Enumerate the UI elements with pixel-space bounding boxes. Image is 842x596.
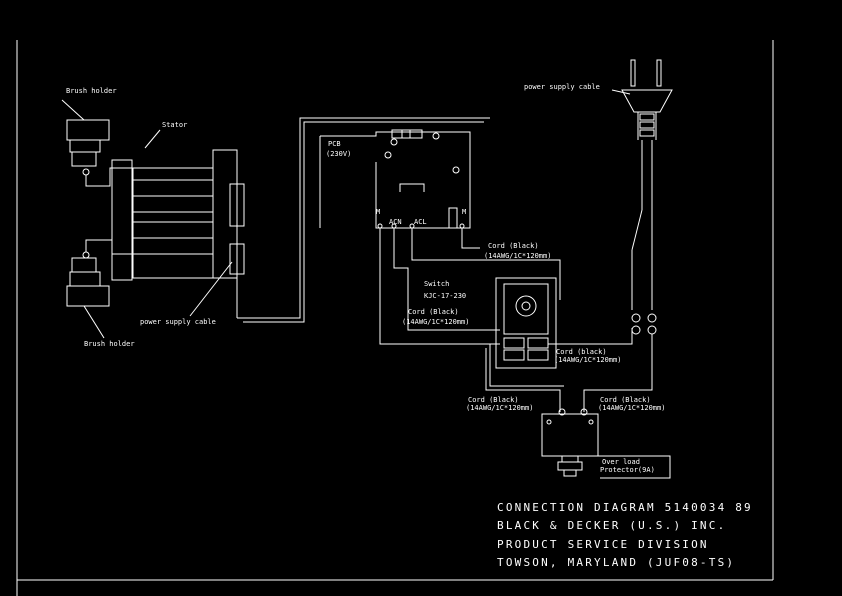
terminal-m2-label: M — [462, 208, 466, 216]
terminal-acl-label: ACL — [414, 218, 427, 226]
cord-top-spec: (14AWG/1C*120mm) — [484, 252, 551, 260]
pcb-switch-wiring — [379, 236, 561, 345]
brush-holder-top — [61, 99, 132, 187]
terminal-m-label: M — [376, 208, 380, 216]
brush-holder-bottom-label: Brush holder — [84, 340, 135, 348]
title-block: CONNECTION DIAGRAM 5140034 89 BLACK & DE… — [497, 501, 753, 569]
power-plug — [611, 59, 673, 335]
title-line-4: TOWSON, MARYLAND (JUF08-TS) — [497, 556, 735, 569]
stator-label: Stator — [162, 121, 187, 129]
cord-bottom-left-spec: (14AWG/1C*120mm) — [466, 404, 533, 412]
cord-top-label: Cord (Black) — [488, 242, 539, 250]
plug-cable-label: power supply cable — [524, 83, 600, 91]
pcb — [319, 129, 471, 236]
cord-bottom-left-label: Cord (Black) — [468, 396, 519, 404]
pcb-label: PCB — [328, 140, 341, 148]
title-line-3: PRODUCT SERVICE DIVISION — [497, 538, 709, 551]
switch-label: Switch — [424, 280, 449, 288]
cord-bottom-right-label: Cord (Black) — [600, 396, 651, 404]
motor-leads — [189, 117, 490, 323]
switch-model-label: KJC-17-230 — [424, 292, 466, 300]
cord-bottom-right-spec: (14AWG/1C*120mm) — [598, 404, 665, 412]
brush-holder-bottom — [66, 239, 132, 339]
cord-right-spec: (14AWG/1C*120mm) — [554, 356, 621, 364]
pcb-voltage-label: (230V) — [326, 150, 351, 158]
labels: Brush holder Brush holder Stator power s… — [66, 83, 665, 474]
stator — [111, 129, 238, 281]
title-line-1: CONNECTION DIAGRAM 5140034 89 — [497, 501, 753, 514]
overload-label: Over load — [602, 458, 640, 466]
terminal-acn-label: ACN — [389, 218, 402, 226]
title-line-2: BLACK & DECKER (U.S.) INC. — [497, 519, 726, 532]
switch — [495, 277, 557, 369]
drawing-frame — [16, 40, 774, 596]
motor-cable-label: power supply cable — [140, 318, 216, 326]
cord-right-label: Cord (black) — [556, 348, 607, 356]
overload-protector — [541, 408, 671, 479]
brush-holder-top-label: Brush holder — [66, 87, 117, 95]
cord-left-spec: (14AWG/1C*120mm) — [402, 318, 469, 326]
switch-protector-wiring — [485, 328, 653, 412]
cord-left-label: Cord (Black) — [408, 308, 459, 316]
overload-rating-label: Protector(9A) — [600, 466, 655, 474]
